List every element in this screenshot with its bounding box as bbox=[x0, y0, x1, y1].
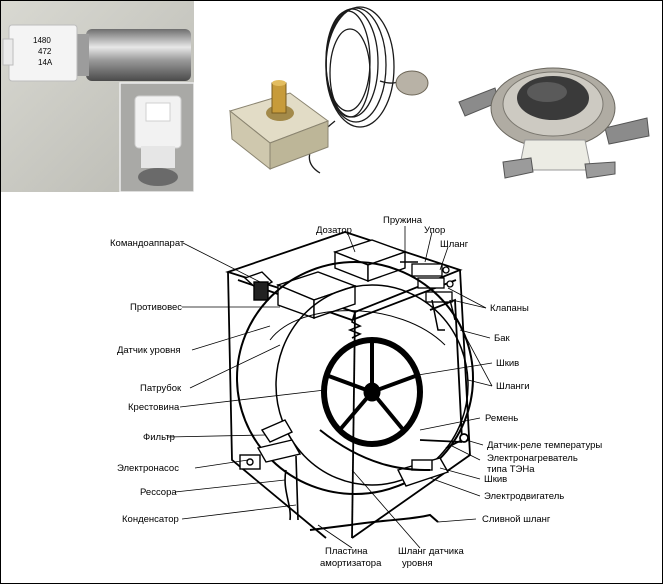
label-ressora: Рессора bbox=[140, 487, 177, 498]
temperature-sensor-illustration: 1480 472 14A bbox=[1, 1, 194, 192]
leader-lines-left bbox=[167, 242, 421, 549]
label-dozator: Дозатор bbox=[316, 225, 352, 236]
sensor-bulb bbox=[395, 70, 429, 96]
sensor-print-3: 14A bbox=[38, 58, 53, 67]
label-pruzhina: Пружина bbox=[383, 215, 423, 226]
detergent-dispenser bbox=[332, 239, 408, 283]
leader-lines-right bbox=[347, 226, 493, 523]
drain-filter bbox=[260, 419, 293, 443]
label-shlang: Шланг bbox=[440, 239, 469, 250]
label-datchik-rele: Датчик-реле температуры bbox=[487, 440, 602, 451]
label-ten-line1: Электронагреватель bbox=[487, 453, 578, 464]
label-klapany: Клапаны bbox=[490, 303, 529, 314]
label-remen: Ремень bbox=[485, 413, 518, 424]
label-kondensator: Конденсатор bbox=[122, 514, 179, 525]
label-protivoves: Противовес bbox=[130, 302, 182, 313]
drum bbox=[236, 261, 474, 495]
photo-thermostat-capillary bbox=[220, 1, 445, 191]
label-plastina-line2: амортизатора bbox=[320, 558, 382, 569]
heater-element bbox=[419, 298, 469, 449]
label-plastina-line1: Пластина bbox=[325, 546, 368, 557]
drive-belt bbox=[319, 429, 431, 471]
label-komandoapparat: Командоаппарат bbox=[110, 238, 185, 249]
sensor-print-1: 1480 bbox=[33, 36, 51, 45]
label-ten-line2: типа ТЭНа bbox=[487, 464, 535, 475]
drain-hose bbox=[309, 513, 439, 531]
photo-temperature-sensor: 1480 472 14A bbox=[1, 1, 194, 192]
bimetal-thermostat-illustration bbox=[458, 67, 650, 179]
inlet-hoses bbox=[400, 261, 456, 331]
drain-pump bbox=[239, 439, 302, 470]
label-shlang-datchika-line2: уровня bbox=[402, 558, 433, 569]
label-bak: Бак bbox=[494, 333, 511, 344]
label-slivnoy-shlang: Сливной шланг bbox=[482, 514, 551, 525]
label-elektrodvigatel: Электродвигатель bbox=[484, 491, 564, 502]
label-datchik-urovnya: Датчик уровня bbox=[117, 345, 181, 356]
label-shkiv-top: Шкив bbox=[496, 358, 519, 369]
label-shkiv-bottom: Шкив bbox=[484, 474, 507, 485]
metal-cylinder bbox=[86, 29, 191, 81]
suspension-spring bbox=[284, 311, 362, 521]
counterweight bbox=[275, 271, 358, 319]
sensor-print-2: 472 bbox=[38, 47, 52, 56]
label-filtr: Фильтр bbox=[143, 432, 175, 443]
inlet-valves bbox=[411, 263, 454, 303]
thermostat-illustration bbox=[228, 6, 429, 174]
capillary-coil bbox=[308, 6, 411, 174]
drum-pulley bbox=[321, 337, 423, 447]
label-shlang-datchika-line1: Шланг датчика bbox=[398, 546, 464, 557]
label-krestovina: Крестовина bbox=[128, 402, 180, 413]
photo-bimetal-thermostat bbox=[455, 40, 655, 200]
label-elektronasos: Электронасос bbox=[117, 463, 179, 474]
label-upor: Упор bbox=[424, 225, 445, 236]
control-unit bbox=[243, 271, 274, 301]
label-shlangi: Шланги bbox=[496, 381, 530, 392]
label-patrubok: Патрубок bbox=[140, 383, 182, 394]
